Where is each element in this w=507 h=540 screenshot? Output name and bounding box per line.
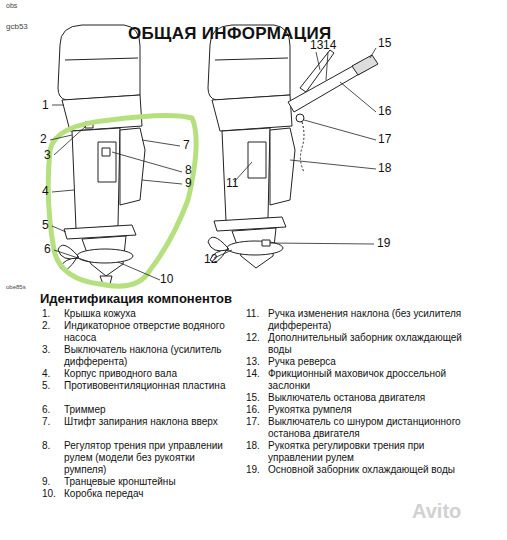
figure-code: obe85s bbox=[6, 284, 26, 290]
callout-number: 14 bbox=[323, 38, 336, 52]
list-number: 12. bbox=[246, 332, 260, 344]
list-text: Основной заборник охлаждающей воды bbox=[268, 464, 473, 476]
list-number: 4. bbox=[42, 368, 50, 380]
callout-number: 8 bbox=[185, 163, 192, 177]
callout-number: 7 bbox=[183, 138, 190, 152]
callout-number: 17 bbox=[378, 132, 391, 146]
list-number: 5. bbox=[42, 380, 50, 392]
list-text: Индикаторное отверстие водяного насоса bbox=[64, 320, 232, 344]
section-heading: Идентификация компонентов bbox=[40, 291, 232, 306]
list-text: Дополнительный заборник охлаждающей воды bbox=[268, 332, 473, 356]
list-number: 19. bbox=[246, 464, 260, 476]
list-number: 6. bbox=[42, 404, 50, 416]
list-text: Рукоятка регулировки трения при управлен… bbox=[268, 440, 473, 464]
callout-number: 9 bbox=[185, 176, 192, 190]
callout-number: 13 bbox=[310, 38, 323, 52]
list-number: 16. bbox=[246, 404, 260, 416]
list-number: 9. bbox=[42, 476, 50, 488]
callout-number: 16 bbox=[378, 104, 391, 118]
figure-code: obs bbox=[6, 2, 17, 9]
callout-number: 18 bbox=[378, 161, 391, 175]
list-text: Фрикционный маховичок дроссельной заслон… bbox=[268, 368, 473, 392]
callout-number: 19 bbox=[377, 236, 390, 250]
page-title: ОБЩАЯ ИНФОРМАЦИЯ bbox=[128, 24, 331, 44]
figure-code: gcb53 bbox=[6, 22, 28, 31]
list-text: Транцевые кронштейны bbox=[64, 476, 232, 488]
list-number: 7. bbox=[42, 416, 50, 428]
list-text: Коробка передач bbox=[64, 488, 232, 500]
callout-number: 5 bbox=[42, 218, 49, 232]
list-number: 17. bbox=[246, 416, 260, 428]
callout-number: 11 bbox=[226, 176, 238, 190]
list-text: Рукоятка румпеля bbox=[268, 404, 473, 416]
callout-number: 12 bbox=[204, 252, 217, 266]
callout-number: 4 bbox=[42, 184, 49, 198]
list-text: Ручка реверса bbox=[268, 356, 473, 368]
callout-number: 2 bbox=[40, 132, 47, 146]
list-number: 10. bbox=[42, 488, 56, 500]
list-text: Триммер bbox=[64, 404, 232, 416]
list-number: 18. bbox=[246, 440, 260, 452]
callout-number: 1 bbox=[42, 98, 49, 112]
list-number: 3. bbox=[42, 344, 50, 356]
callout-number: 10 bbox=[160, 272, 173, 286]
list-number: 13. bbox=[246, 356, 260, 368]
list-text: Противовентиляционная пластина bbox=[64, 380, 232, 392]
list-text: Крышка кожуха bbox=[64, 308, 232, 320]
list-number: 11. bbox=[246, 308, 259, 320]
callout-number: 3 bbox=[44, 148, 51, 162]
callout-number: 15 bbox=[378, 36, 391, 50]
list-text: Выключатель наклона (усилитель дифферент… bbox=[64, 344, 232, 368]
list-number: 15. bbox=[246, 392, 260, 404]
callout-number: 6 bbox=[44, 242, 51, 256]
list-text: Ручка изменения наклона (без усилителя д… bbox=[268, 308, 473, 332]
list-number: 14. bbox=[246, 368, 260, 380]
list-text: Регулятор трения при управлении рулем (м… bbox=[64, 440, 232, 476]
list-number: 1. bbox=[42, 308, 50, 320]
list-number: 8. bbox=[42, 440, 50, 452]
list-text: Выключатель со шнуром дистанционного ост… bbox=[268, 416, 473, 440]
list-text: Выключатель останова двигателя bbox=[268, 392, 473, 404]
watermark: Avito bbox=[412, 500, 461, 523]
list-number: 2. bbox=[42, 320, 50, 332]
list-text: Штифт запирания наклона вверх bbox=[64, 416, 232, 428]
list-text: Корпус приводного вала bbox=[64, 368, 232, 380]
